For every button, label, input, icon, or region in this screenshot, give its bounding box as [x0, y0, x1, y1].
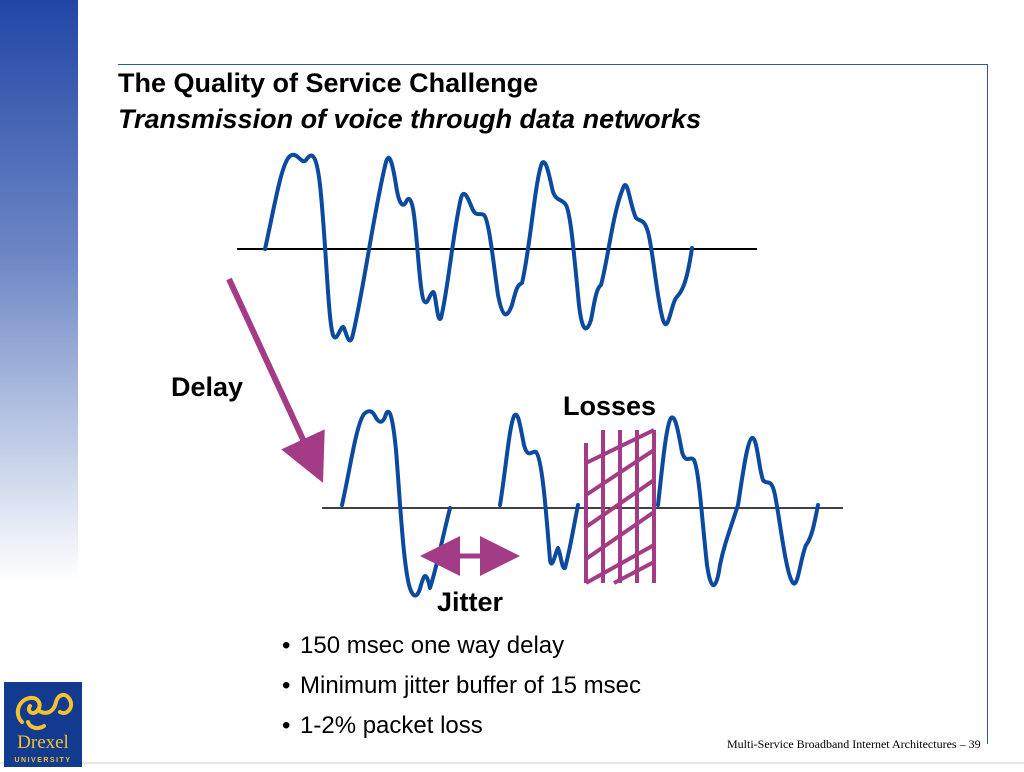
svg-text:UNIVERSITY: UNIVERSITY	[14, 757, 71, 764]
slide-title: The Quality of Service Challenge	[118, 68, 539, 98]
frame-top-line	[118, 64, 988, 65]
dragon-icon: Drexel UNIVERSITY	[14, 693, 73, 764]
delay-arrow	[226, 277, 325, 483]
received-voice-wave-part-3	[656, 415, 820, 588]
received-voice-wave-part-2	[498, 412, 580, 571]
drexel-logo: Drexel UNIVERSITY	[4, 682, 82, 767]
bullet-item: •1-2% packet loss	[282, 706, 641, 746]
frame-right-line	[987, 64, 988, 744]
slide-subtitle: Transmission of voice through data netwo…	[118, 104, 702, 134]
received-voice-wave-part-1	[340, 409, 452, 598]
delay-label: Delay	[171, 372, 244, 402]
original-voice-wave	[263, 152, 694, 343]
jitter-label: Jitter	[437, 587, 504, 617]
bullet-item: •Minimum jitter buffer of 15 msec	[282, 666, 641, 706]
bullet-dot: •	[282, 712, 291, 739]
svg-text:Drexel: Drexel	[17, 732, 69, 753]
left-gradient-band	[0, 0, 78, 582]
bullet-dot: •	[282, 632, 291, 659]
losses-hatch	[584, 428, 656, 585]
bullet-list: •150 msec one way delay •Minimum jitter …	[282, 626, 641, 746]
footer-text: Multi-Service Broadband Internet Archite…	[727, 737, 981, 751]
bullet-item: •150 msec one way delay	[282, 626, 641, 666]
bottom-rule	[0, 762, 1024, 764]
losses-label: Losses	[563, 391, 657, 421]
bullet-dot: •	[282, 672, 291, 699]
